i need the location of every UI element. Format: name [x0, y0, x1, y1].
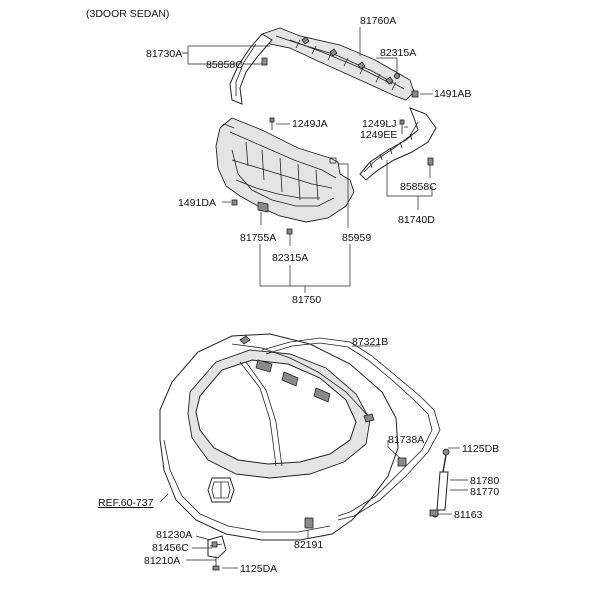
bracket-81163	[429, 509, 439, 517]
label-1249LJ: 1249LJ	[362, 118, 396, 130]
right-side-trim	[359, 107, 437, 181]
label-81738A: 81738A	[388, 434, 424, 446]
screw-1249JA	[269, 117, 275, 130]
label-81730A: 81730A	[146, 48, 182, 60]
lower-leader-lines	[159, 345, 468, 569]
label-81740D: 81740D	[398, 214, 435, 226]
label-82191: 82191	[294, 539, 323, 551]
label-1491AB: 1491AB	[434, 88, 471, 100]
clip-85858C-top	[261, 57, 268, 66]
upper-trim-panel	[261, 27, 415, 101]
label-1125DA: 1125DA	[240, 563, 277, 575]
tailgate-lower-trim-panel	[215, 117, 355, 223]
label-81750: 81750	[292, 294, 321, 306]
fastener-82315A-bottom	[286, 228, 293, 235]
bolt-1125DA	[212, 556, 220, 571]
label-81230A: 81230A	[156, 529, 192, 541]
label-81456C: 81456C	[152, 542, 189, 554]
label-81755A: 81755A	[240, 232, 276, 244]
label-85959: 85959	[342, 232, 371, 244]
model-note: (3DOOR SEDAN)	[86, 8, 169, 20]
label-81760A: 81760A	[360, 15, 396, 27]
label-1125DB: 1125DB	[462, 443, 499, 455]
label-1491DA: 1491DA	[178, 197, 216, 209]
bumper-82191	[304, 517, 314, 529]
clip-1491AB	[411, 90, 419, 98]
label-1249EE: 1249EE	[360, 129, 397, 141]
label-81780: 81780	[470, 475, 499, 487]
clip-85858C-right	[427, 157, 434, 166]
clip-85959	[329, 157, 337, 164]
label-85858C-right: 85858C	[400, 181, 437, 193]
label-85858C-top: 85858C	[206, 59, 243, 71]
weatherstrip-87321B	[261, 337, 441, 521]
emblem	[207, 477, 235, 503]
gas-lifter-81780	[431, 448, 450, 518]
screw-1249LJ	[399, 119, 405, 134]
fastener-82315A-top	[393, 64, 400, 80]
label-82315A-top: 82315A	[380, 47, 416, 59]
clip-1491DA	[231, 199, 238, 206]
left-side-trim	[229, 33, 273, 105]
label-82315A-bottom: 82315A	[272, 252, 308, 264]
label-81163: 81163	[454, 509, 483, 521]
label-81210A: 81210A	[144, 555, 180, 567]
label-81770: 81770	[470, 486, 499, 498]
label-ref-60-737: REF.60-737	[98, 497, 154, 509]
label-87321B: 87321B	[352, 336, 388, 348]
latch-81230A	[207, 535, 227, 559]
upper-leader-lines	[182, 27, 433, 293]
label-1249JA: 1249JA	[292, 118, 328, 130]
tailgate-panel	[159, 333, 399, 541]
bumper-81738A	[397, 457, 407, 467]
